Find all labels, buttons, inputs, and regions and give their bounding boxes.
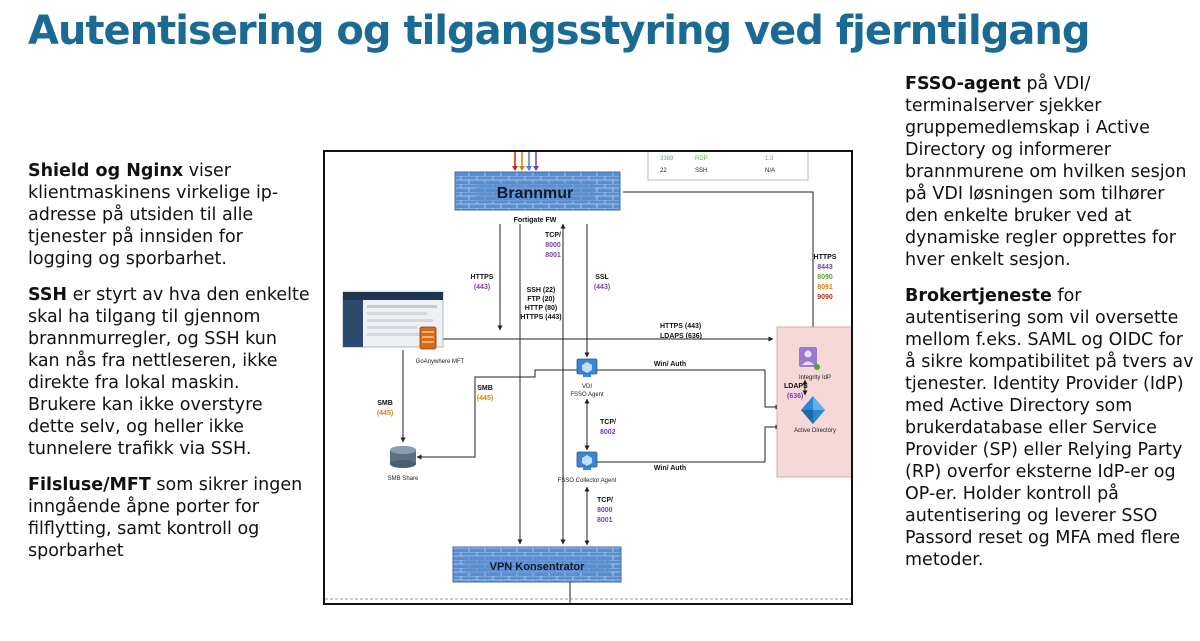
broker-paragraph: Brokertjeneste for autentisering som vil… [905,285,1195,571]
active-directory-icon [801,396,825,424]
ssh-port: SSH (22) [527,287,556,294]
identity-box: Integrity IdP Active Directory [776,326,851,478]
https-443-label: HTTPS (443) [471,274,494,291]
active-directory-label: Active Directory [794,428,836,434]
vdi-icon: VDI FSSO Agent [570,358,604,398]
https-port: HTTPS (443) [520,314,561,321]
fsso-agent-label: FSSO Agent [570,392,604,398]
ldaps-port: (636) [787,393,803,400]
tcp-label: TCP/ [545,232,561,239]
broker-heading: Brokertjeneste [905,286,1052,306]
right-text-column: FSSO-agent på VDI/ terminalserver sjekke… [905,73,1195,585]
user-icon [799,347,820,370]
port-label: (443) [594,284,610,291]
ftp-port: FTP (20) [527,296,555,303]
firewall-sublabel: Fortigate FW [514,217,557,224]
network-diagram-svg: 3389 RDP 1.3 22 SSH N/A Brannmur Fortiga… [325,152,851,603]
firewall: Brannmur Fortigate FW [454,171,621,224]
port-label: 8000 [545,242,561,249]
https-label: HTTPS [814,254,837,261]
shield-nginx-text: viser klientmaskinens virkelige ip-adres… [28,161,279,269]
tcp-top-label: TCP/ 8000 8001 [545,232,561,259]
filsluse-heading: Filsluse/MFT [28,475,151,495]
shield-nginx-heading: Shield og Nginx [28,161,184,181]
fsso-collector-label: FSSO Collector Agent [558,478,617,484]
fsso-heading: FSSO-agent [905,74,1021,94]
smb-mid-label: SMB [477,385,493,392]
page-title: Autentisering og tilgangsstyring ved fje… [28,8,1090,54]
table-cell: RDP [695,156,708,162]
shield-nginx-paragraph: Shield og Nginx viser klientmaskinens vi… [28,160,313,270]
https-label: HTTPS [471,274,494,281]
smb-left-label: SMB [377,400,393,407]
smb-left-port: (445) [377,410,393,417]
smb-share-label: SMB Share [388,476,419,482]
network-diagram: 3389 RDP 1.3 22 SSH N/A Brannmur Fortiga… [323,150,853,605]
win-auth-label-1: Win/ Auth [654,361,686,368]
port-label: 8091 [817,284,833,291]
http-port: HTTP (80) [525,305,558,312]
port-label: (443) [474,284,490,291]
broker-text: for autentisering som vil oversette mell… [905,286,1194,570]
ssh-heading: SSH [28,285,68,305]
tcp-mid-port: 8002 [600,429,616,436]
database-icon: SMB Share [388,446,419,482]
port-label: 8443 [817,264,833,271]
ssl-label: SSL (443) [594,274,610,291]
ssh-ports-label: SSH (22) FTP (20) HTTP (80) HTTPS (443) [520,287,561,321]
vpn-label: VPN Konsentrator [490,561,585,573]
port-table: 3389 RDP 1.3 22 SSH N/A [647,152,809,181]
smb-mid-port: (445) [477,395,493,402]
table-cell: SSH [695,168,707,174]
filsluse-text: som sikrer ingen inngående åpne porter f… [28,475,303,561]
tcp-bottom-label: TCP/ [597,497,613,504]
fsso-collector-icon: FSSO Collector Agent [558,451,617,484]
port-label: 8001 [545,252,561,259]
integrity-idp-label: Integrity IdP [799,375,831,381]
ssl-text: SSL [595,274,609,281]
table-cell: 1.3 [765,156,774,162]
ldaps-label: LDAPS [784,383,808,390]
win-auth-label-2: Win/ Auth [654,465,686,472]
https-right-label: HTTPS 8443 8090 8091 9090 [814,254,837,301]
https-443-mid: HTTPS (443) [660,323,701,330]
ldaps-636-mid: LDAPS (636) [660,333,702,340]
table-cell: N/A [765,168,775,174]
incoming-arrows [512,152,539,171]
server-icon: GoAnywhere MFT [416,326,465,365]
tcp-bottom-port: 8000 [597,507,613,514]
ssh-paragraph: SSH er styrt av hva den enkelte skal ha … [28,284,313,460]
goanywhere-label: GoAnywhere MFT [416,359,465,365]
port-label: 8090 [817,274,833,281]
left-text-column: Shield og Nginx viser klientmaskinens vi… [28,160,313,576]
vdi-label: VDI [582,384,592,390]
table-cell: 3389 [660,156,674,162]
tcp-bottom-port: 8001 [597,517,613,524]
fsso-text: på VDI/ terminalserver sjekker gruppemed… [905,74,1187,270]
table-cell: 22 [660,168,667,174]
firewall-label: Brannmur [497,185,573,202]
ssh-text: er styrt av hva den enkelte skal ha tilg… [28,285,310,459]
filsluse-paragraph: Filsluse/MFT som sikrer ingen inngående … [28,474,313,562]
tcp-mid-label: TCP/ [600,419,616,426]
fsso-paragraph: FSSO-agent på VDI/ terminalserver sjekke… [905,73,1195,271]
vpn-concentrator: VPN Konsentrator [452,546,622,583]
port-label: 9090 [817,294,833,301]
